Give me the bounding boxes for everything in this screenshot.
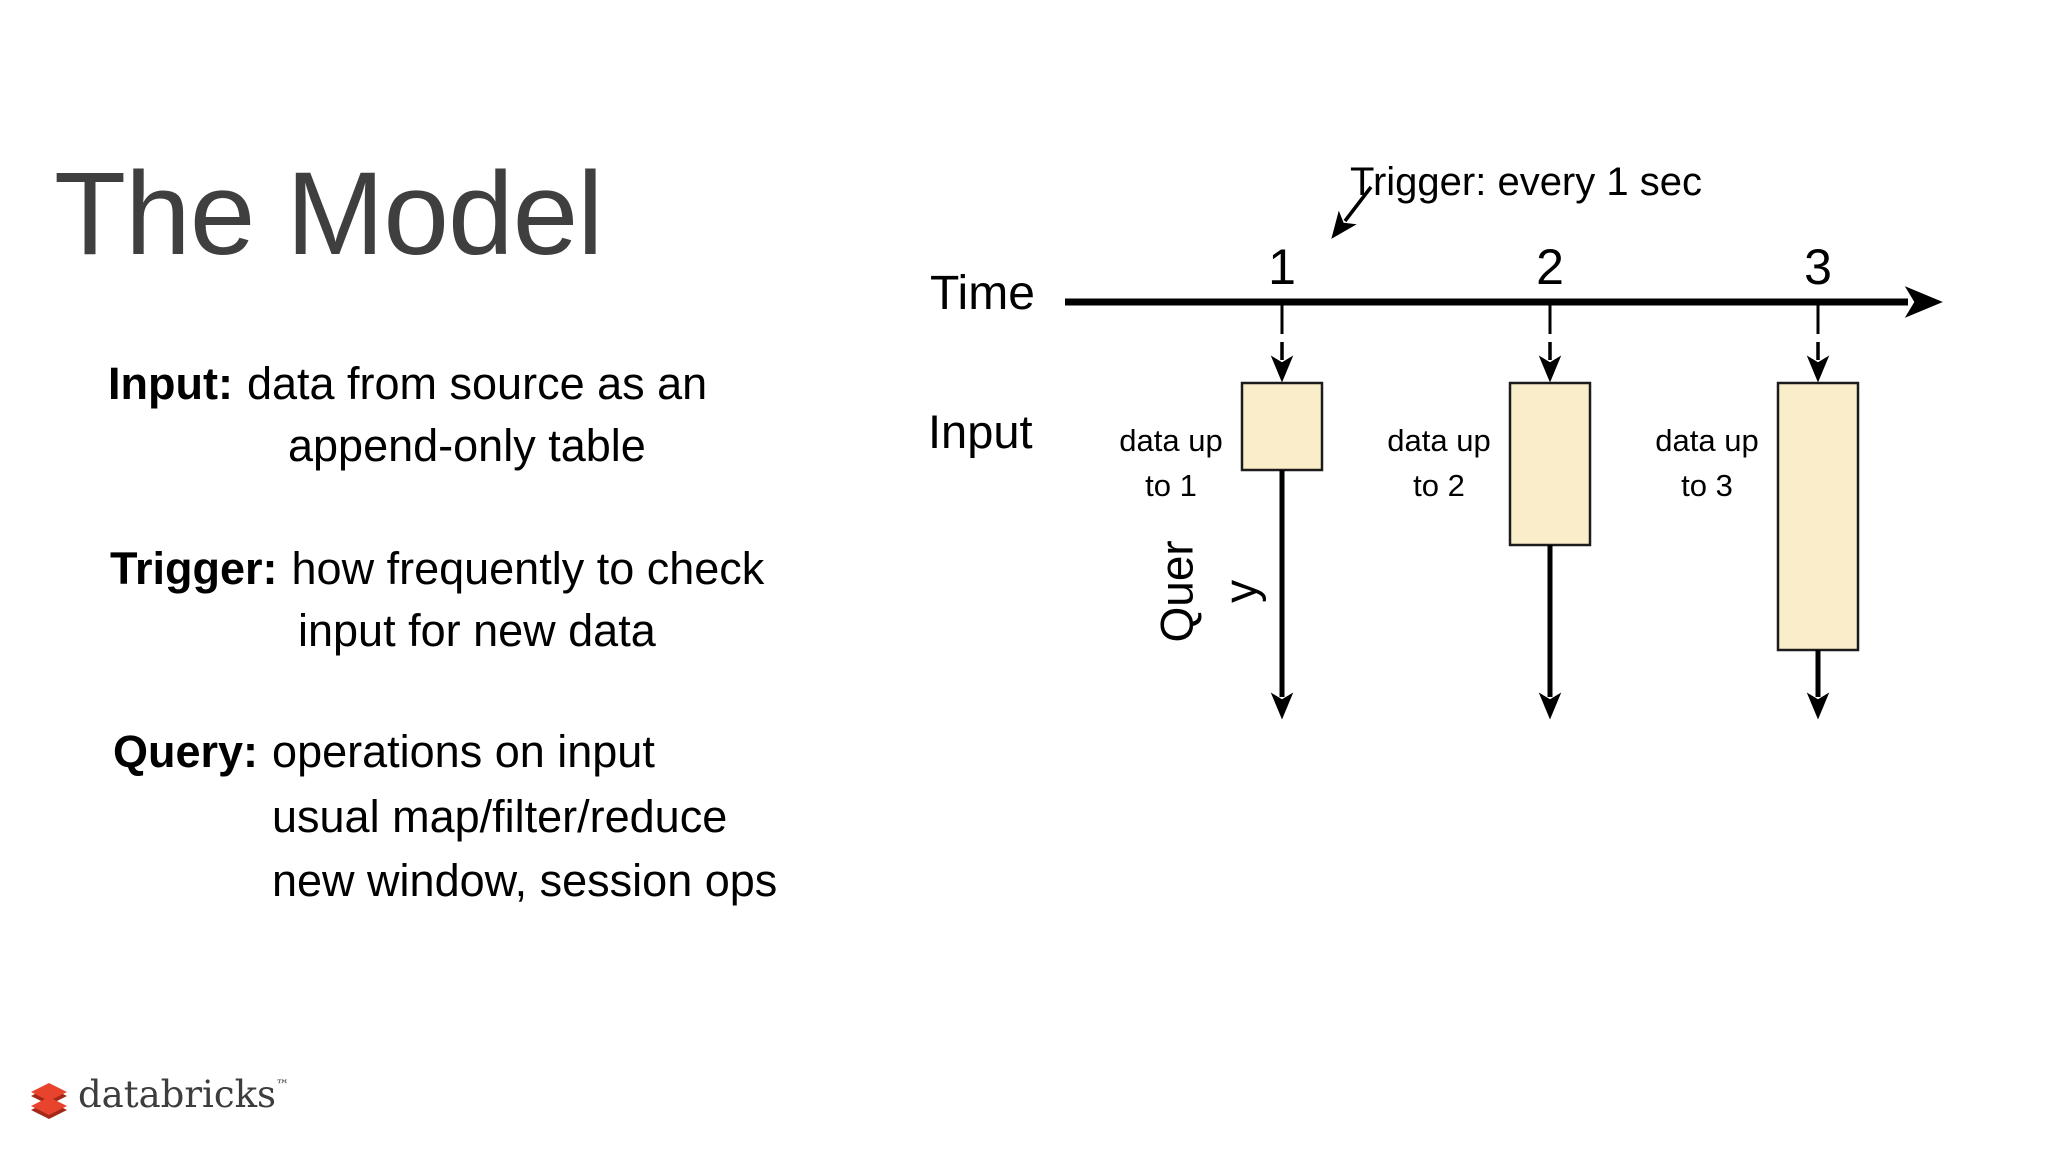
logo-brick-bottom [31, 1097, 67, 1119]
input-box-3 [1776, 381, 1860, 652]
logo-brick-top [31, 1083, 67, 1105]
tick-label-3: 3 [1804, 239, 1832, 295]
input-box-1 [1240, 381, 1324, 472]
trigger-term: Trigger: [110, 543, 278, 594]
trigger-definition-line-2: input for new data [298, 605, 656, 656]
slide-title: The Model [54, 148, 604, 281]
trademark-symbol: ™ [276, 1078, 290, 1093]
databricks-wordmark: databricks™ [78, 1073, 290, 1116]
input-box-2 [1508, 381, 1592, 547]
input-definition-line-1: Input: data from source as an [108, 361, 707, 406]
trigger-pointer-arrow [1331, 185, 1373, 239]
input-row-label: Input [928, 405, 1033, 458]
trigger-annotation: Trigger: every 1 sec [1350, 160, 1702, 204]
databricks-logo-icon [31, 1083, 67, 1119]
query-definition-line-1: Query: operations on input [113, 729, 655, 774]
input-term: Input: [108, 358, 233, 409]
tick-label-2: 2 [1536, 239, 1564, 295]
query-definition-text: operations on input [272, 726, 655, 777]
input-definition-text: data from source as an [246, 358, 708, 409]
tick-label-1: 1 [1268, 239, 1296, 295]
query-definition-line-3: new window, session ops [272, 855, 778, 906]
query-row-label: Query [1150, 540, 1267, 643]
query-term: Query: [113, 726, 259, 777]
query-definition-line-2: usual map/filter/reduce [272, 791, 728, 842]
trigger-definition-text: how frequently to check [291, 543, 765, 594]
trigger-definition-line-1: Trigger: how frequently to check [110, 546, 764, 591]
input-definition-line-2: append-only table [288, 420, 646, 471]
time-axis-label: Time [930, 267, 1035, 320]
